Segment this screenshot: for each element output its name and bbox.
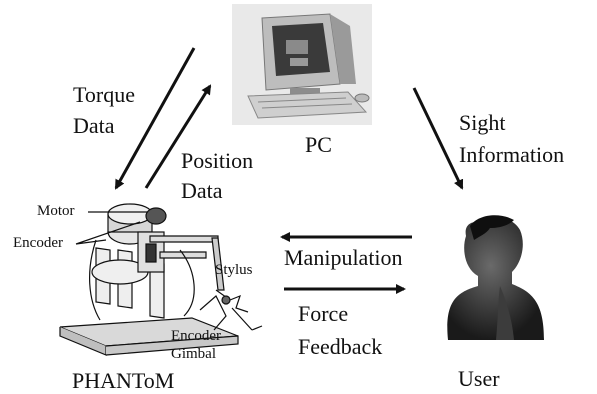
- position-label-line1: Position: [181, 148, 254, 173]
- user-label: User: [458, 366, 500, 391]
- position-label-line2: Data: [181, 178, 223, 203]
- pc-image: [232, 4, 372, 125]
- encoder-callout-top: Encoder: [13, 235, 63, 251]
- arrow-sight-information: [412, 87, 464, 190]
- phantom-label: PHANToM: [72, 368, 175, 393]
- encoder-callout-bottom: Encoder: [171, 328, 221, 344]
- force-label-line1: Force: [298, 301, 349, 326]
- phantom-device-image: [59, 203, 263, 356]
- gimbal-callout: Gimbal: [171, 346, 216, 362]
- torque-label-line1: Torque: [73, 82, 135, 107]
- arrow-position-data: [144, 84, 212, 189]
- sight-label-line2: Information: [459, 142, 565, 167]
- sight-label-line1: Sight: [459, 110, 506, 135]
- pc-label: PC: [305, 132, 332, 157]
- arrow-torque-data: [114, 47, 196, 190]
- torque-label-line2: Data: [73, 113, 115, 138]
- motor-callout: Motor: [37, 203, 75, 219]
- stylus-callout: Stylus: [215, 262, 253, 278]
- force-label-line2: Feedback: [298, 334, 383, 359]
- user-image: [447, 215, 544, 340]
- manipulation-label: Manipulation: [284, 245, 403, 270]
